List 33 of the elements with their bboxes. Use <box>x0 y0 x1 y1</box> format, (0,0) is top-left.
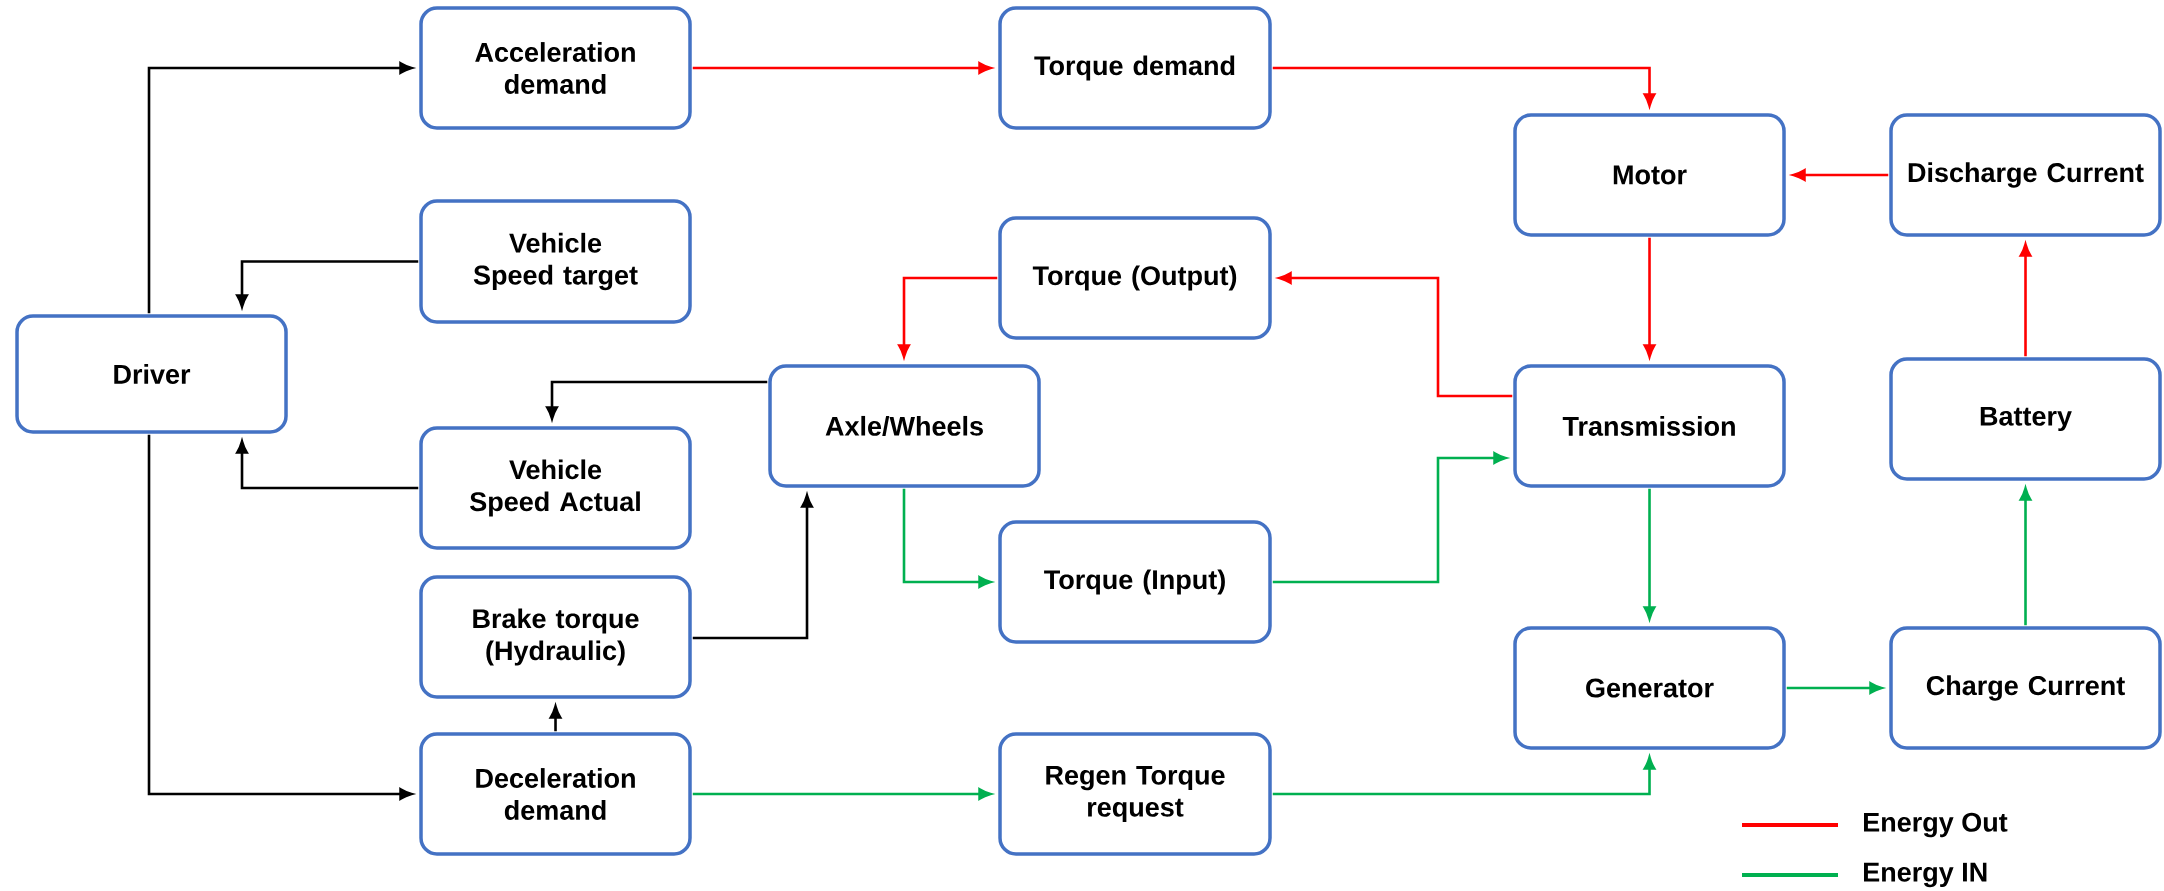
process-box: Axle/Wheels <box>768 364 1041 488</box>
arrow <box>1272 452 1507 584</box>
arrow <box>147 434 413 800</box>
process-box: Deceleration demand <box>419 732 692 856</box>
process-box: Brake torque (Hydraulic) <box>419 575 692 699</box>
arrow <box>1278 272 1513 398</box>
process-box: Vehicle Speed Actual <box>419 426 692 550</box>
arrow <box>692 62 992 74</box>
process-box: Driver <box>15 314 288 434</box>
process-box: Torque demand <box>998 6 1272 130</box>
process-box: Regen Torque request <box>998 732 1272 856</box>
arrow <box>236 440 419 490</box>
process-box: Torque (Output) <box>998 216 1272 340</box>
arrow <box>147 62 413 314</box>
process-box: Charge Current <box>1889 626 2162 750</box>
arrow <box>1792 169 1889 181</box>
legend-label: Energy IN <box>1864 862 1987 888</box>
arrow <box>902 488 992 588</box>
process-box: Battery <box>1889 357 2162 481</box>
arrow <box>692 494 813 640</box>
arrow <box>1786 682 1883 694</box>
arrow <box>236 260 419 308</box>
process-box: Vehicle Speed target <box>419 199 692 324</box>
process-box: Discharge Current <box>1889 113 2162 237</box>
legend-label: Energy Out <box>1864 812 2008 838</box>
arrow <box>692 788 992 800</box>
process-box: Motor <box>1513 113 1786 237</box>
process-box: Generator <box>1513 626 1786 750</box>
process-box: Transmission <box>1513 364 1786 488</box>
process-box: Torque (Input) <box>998 520 1272 644</box>
process-box: Acceleration demand <box>419 6 692 130</box>
arrow <box>546 380 768 420</box>
arrow <box>898 276 998 358</box>
